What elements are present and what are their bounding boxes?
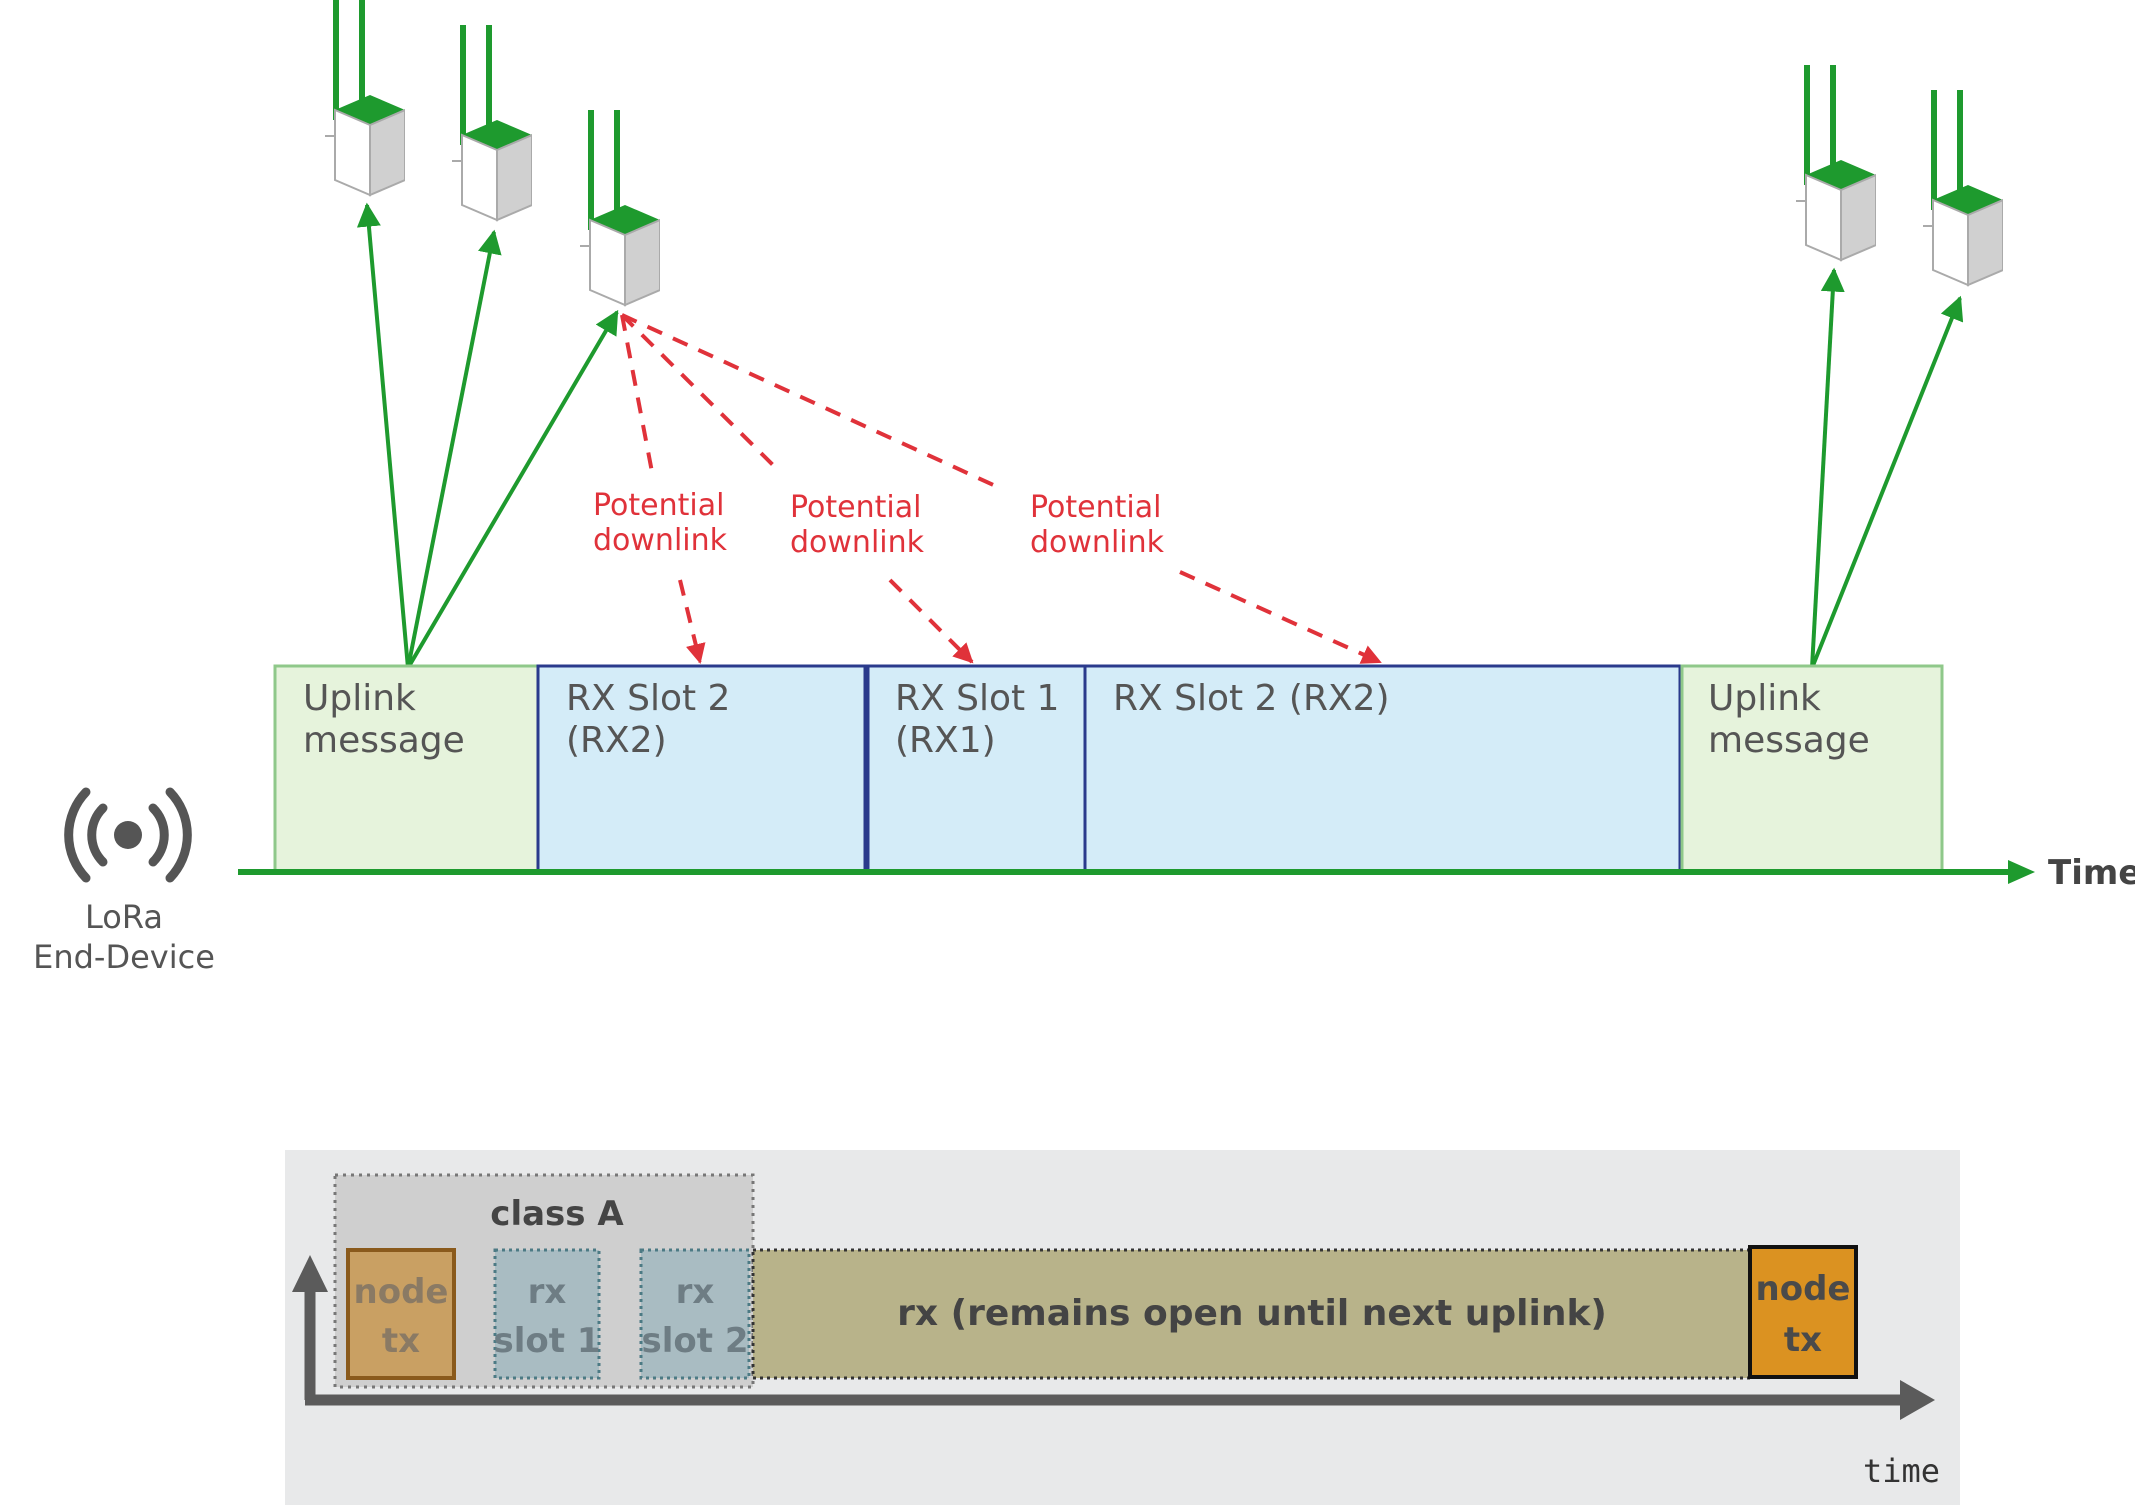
gateway-icon [1796,65,1876,261]
bottom-axes: time [292,1255,1940,1490]
svg-text:RX Slot 2: RX Slot 2 [566,678,730,719]
slot-uplink-2: Uplink message [1680,664,1944,873]
rx-open-window [751,1248,1753,1380]
node-tx-1: node tx [346,1248,456,1380]
gateway-icon [325,0,405,196]
downlink-label: downlink [1030,525,1165,560]
slot-rx1: RX Slot 1 (RX1) [866,664,1087,873]
svg-text:slot 1: slot 1 [494,1321,601,1361]
time-axis: Time [238,853,2135,893]
svg-text:rx: rx [528,1272,567,1312]
lora-device-icon [64,787,192,883]
downlink-arrows [620,313,1382,664]
downlink-label: Potential [593,488,724,523]
gateway-icon [452,25,532,221]
gateway-icon [580,110,660,306]
svg-text:node: node [354,1272,449,1312]
downlink-label: downlink [593,523,728,558]
bottom-diagram: class A rx (remains open until next upli… [285,1150,1960,1505]
svg-text:tx: tx [382,1321,420,1361]
uplink-arrows [356,202,1964,670]
svg-text:RX Slot 1: RX Slot 1 [895,678,1059,719]
gateway-icon [1923,90,2003,286]
node-tx-2: node tx [1748,1245,1858,1379]
rx-slot-1: rx slot 1 [493,1248,601,1380]
device-label: LoRa [85,898,163,936]
svg-text:RX Slot 2 (RX2): RX Slot 2 (RX2) [1113,678,1390,719]
svg-text:(RX2): (RX2) [566,720,667,761]
svg-text:message: message [1708,720,1870,761]
svg-text:slot 2: slot 2 [642,1321,749,1361]
class-a-label: class A [490,1194,624,1234]
downlink-label: Potential [790,490,921,525]
svg-text:message: message [303,720,465,761]
svg-text:node: node [1756,1269,1851,1309]
bottom-time-label: time [1863,1452,1940,1490]
svg-text:rx: rx [676,1272,715,1312]
downlink-label: Potential [1030,490,1161,525]
top-diagram: Potential downlink Potential downlink Po… [33,0,2135,976]
slot-rx2-a: RX Slot 2 (RX2) [536,664,867,873]
rx-open-label: rx (remains open until next uplink) [897,1293,1607,1334]
device-label: End-Device [33,938,215,976]
svg-text:(RX1): (RX1) [895,720,996,761]
svg-text:Uplink: Uplink [1708,678,1821,719]
svg-text:Uplink: Uplink [303,678,416,719]
slot-uplink-1: Uplink message [273,664,540,873]
rx-slot-2: rx slot 2 [639,1248,751,1380]
time-axis-label: Time [2048,853,2135,893]
slot-rx2-b: RX Slot 2 (RX2) [1083,664,1682,873]
downlink-label: downlink [790,525,925,560]
svg-text:tx: tx [1784,1320,1822,1360]
